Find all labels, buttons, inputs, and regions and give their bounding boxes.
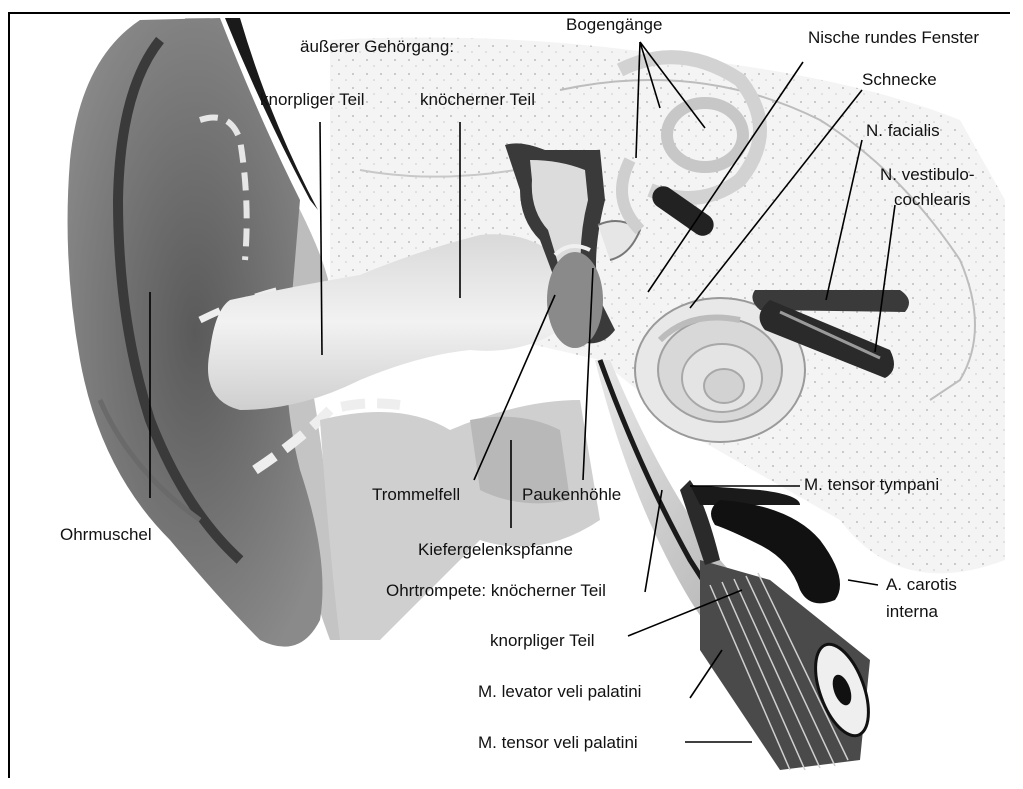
label-cochlearis: cochlearis: [894, 190, 971, 209]
label-ohrmuschel: Ohrmuschel: [60, 525, 152, 544]
label-m-tensor-tympani: M. tensor tympani: [804, 475, 939, 494]
label-bogengaenge: Bogengänge: [566, 15, 662, 34]
soft-tissue-lower: [320, 400, 600, 640]
label-aeusserer-gehoergang: äußerer Gehörgang:: [300, 37, 454, 56]
label-schnecke: Schnecke: [862, 70, 937, 89]
label-paukenhoehle: Paukenhöhle: [522, 485, 621, 504]
label-nische-rundes-fenster: Nische rundes Fenster: [808, 28, 979, 47]
label-interna: interna: [886, 602, 939, 621]
label-n-vestibulo: N. vestibulo-: [880, 165, 974, 184]
label-m-tensor-veli-palatini: M. tensor veli palatini: [478, 733, 638, 752]
label-m-levator-veli-palatini: M. levator veli palatini: [478, 682, 641, 701]
label-n-facialis: N. facialis: [866, 121, 940, 140]
label-ohrtrompete: Ohrtrompete: knöcherner Teil: [386, 581, 606, 600]
label-knorpliger-teil-canal: knorpliger Teil: [260, 90, 365, 109]
label-knoecherner-teil: knöcherner Teil: [420, 90, 535, 109]
label-trommelfell: Trommelfell: [372, 485, 460, 504]
label-a-carotis: A. carotis: [886, 575, 957, 594]
label-knorpliger-teil-tube: knorpliger Teil: [490, 631, 595, 650]
tensor-tympani-muscle: [690, 485, 800, 505]
label-kiefergelenkspfanne: Kiefergelenkspfanne: [418, 540, 573, 559]
